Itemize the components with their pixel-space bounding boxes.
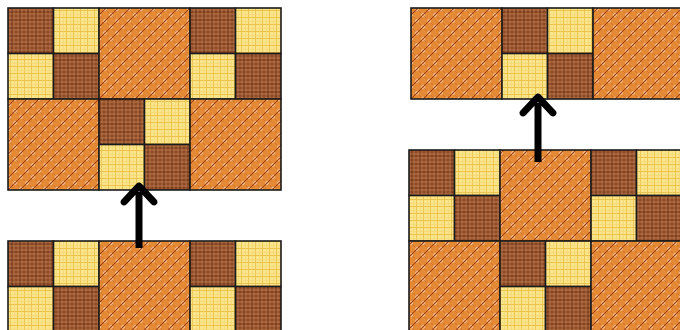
light-square — [409, 196, 455, 242]
light-square — [54, 241, 100, 287]
dark-square — [54, 54, 100, 100]
dark-square — [236, 54, 282, 100]
light-square — [54, 8, 100, 54]
large-square — [411, 8, 502, 99]
dark-square — [145, 145, 191, 191]
large-square — [190, 99, 281, 190]
four-patch-block — [190, 8, 281, 99]
dark-square — [8, 8, 54, 54]
dark-square — [502, 8, 548, 54]
large-square — [409, 241, 500, 330]
dark-square — [8, 241, 54, 287]
dark-square — [99, 99, 145, 145]
large-square — [8, 99, 99, 190]
four-patch-block — [591, 150, 680, 241]
four-patch-block — [409, 150, 500, 241]
quilt-blocks — [8, 8, 680, 330]
dark-square — [54, 287, 100, 330]
dark-square — [190, 8, 236, 54]
light-square — [500, 287, 546, 330]
four-patch-block — [99, 99, 190, 190]
light-square — [455, 150, 501, 196]
four-patch-block — [8, 241, 99, 330]
four-patch-block — [502, 8, 593, 99]
four-patch-block — [500, 241, 591, 330]
light-square — [145, 99, 191, 145]
large-square — [591, 241, 680, 330]
light-square — [637, 150, 680, 196]
light-square — [190, 287, 236, 330]
light-square — [591, 196, 637, 242]
dark-square — [190, 241, 236, 287]
dark-square — [500, 241, 546, 287]
dark-square — [637, 196, 680, 242]
light-square — [190, 54, 236, 100]
dark-square — [236, 287, 282, 330]
dark-square — [409, 150, 455, 196]
dark-square — [455, 196, 501, 242]
light-square — [548, 8, 594, 54]
light-square — [236, 241, 282, 287]
large-square — [500, 150, 591, 241]
four-patch-block — [8, 8, 99, 99]
light-square — [236, 8, 282, 54]
large-square — [593, 8, 680, 99]
dark-square — [591, 150, 637, 196]
large-square — [99, 241, 190, 330]
light-square — [502, 54, 548, 100]
dark-square — [546, 287, 592, 330]
light-square — [8, 287, 54, 330]
large-square — [99, 8, 190, 99]
light-square — [546, 241, 592, 287]
light-square — [8, 54, 54, 100]
dark-square — [548, 54, 594, 100]
arrow-up-left — [124, 186, 154, 248]
four-patch-block — [190, 241, 281, 330]
